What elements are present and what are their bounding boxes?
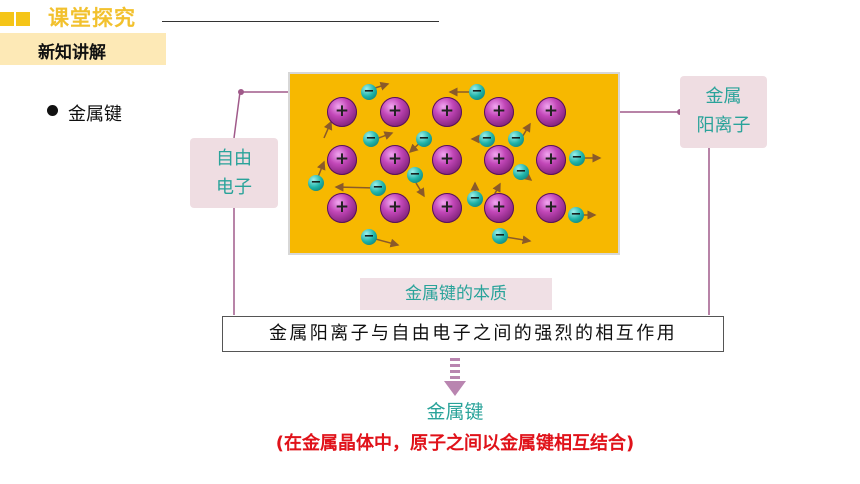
free-electron bbox=[568, 207, 584, 223]
metal-ion bbox=[432, 145, 462, 175]
free-electron bbox=[361, 229, 377, 245]
note-text: (在金属晶体中，原子之间以金属键相互结合) bbox=[275, 433, 635, 454]
connector-dot bbox=[238, 89, 244, 95]
free-electron bbox=[479, 131, 495, 147]
free-electron-label: 自由 电子 bbox=[190, 138, 278, 208]
metal-ion bbox=[327, 193, 357, 223]
metal-cation-label: 金属 阳离子 bbox=[680, 76, 767, 148]
free-electron bbox=[569, 150, 585, 166]
metal-ion bbox=[484, 97, 514, 127]
free-electron bbox=[308, 175, 324, 191]
free-electron bbox=[513, 164, 529, 180]
metal-ion bbox=[380, 145, 410, 175]
free-electron bbox=[492, 228, 508, 244]
metal-cation-label-line: 阳离子 bbox=[696, 115, 751, 136]
free-electron-label-line: 自由 bbox=[216, 148, 252, 169]
free-electron bbox=[508, 131, 524, 147]
free-electron bbox=[407, 167, 423, 183]
metal-ion bbox=[432, 193, 462, 223]
metal-ion bbox=[536, 193, 566, 223]
bullet-dot-icon bbox=[47, 105, 58, 116]
metal-ion bbox=[536, 97, 566, 127]
free-electron bbox=[363, 131, 379, 147]
subtitle-bar bbox=[0, 33, 166, 65]
section-title: 课堂探究 bbox=[48, 6, 136, 30]
metal-ion bbox=[484, 145, 514, 175]
free-electron bbox=[370, 180, 386, 196]
metal-ion bbox=[327, 145, 357, 175]
metal-ion bbox=[327, 97, 357, 127]
metal-ion bbox=[380, 193, 410, 223]
essence-label: 金属键的本质 bbox=[360, 278, 552, 310]
free-electron-label-line: 电子 bbox=[216, 177, 252, 198]
free-electron bbox=[467, 191, 483, 207]
header-square-icon bbox=[16, 12, 30, 26]
bullet-text: 金属键 bbox=[68, 104, 122, 125]
definition-box: 金属阳离子与自由电子之间的强烈的相互作用 bbox=[222, 316, 724, 352]
header-square-icon bbox=[0, 12, 14, 26]
free-electron bbox=[469, 84, 485, 100]
free-electron bbox=[416, 131, 432, 147]
metal-ion bbox=[432, 97, 462, 127]
free-electron bbox=[361, 84, 377, 100]
metal-ion bbox=[484, 193, 514, 223]
dashed-down-arrow-icon bbox=[444, 358, 466, 396]
metal-cation-label-line: 金属 bbox=[705, 86, 742, 107]
header-rule bbox=[162, 21, 439, 22]
metal-ion bbox=[536, 145, 566, 175]
subtitle-label: 新知讲解 bbox=[38, 43, 106, 63]
metal-ion bbox=[380, 97, 410, 127]
result-label: 金属键 bbox=[426, 401, 484, 423]
